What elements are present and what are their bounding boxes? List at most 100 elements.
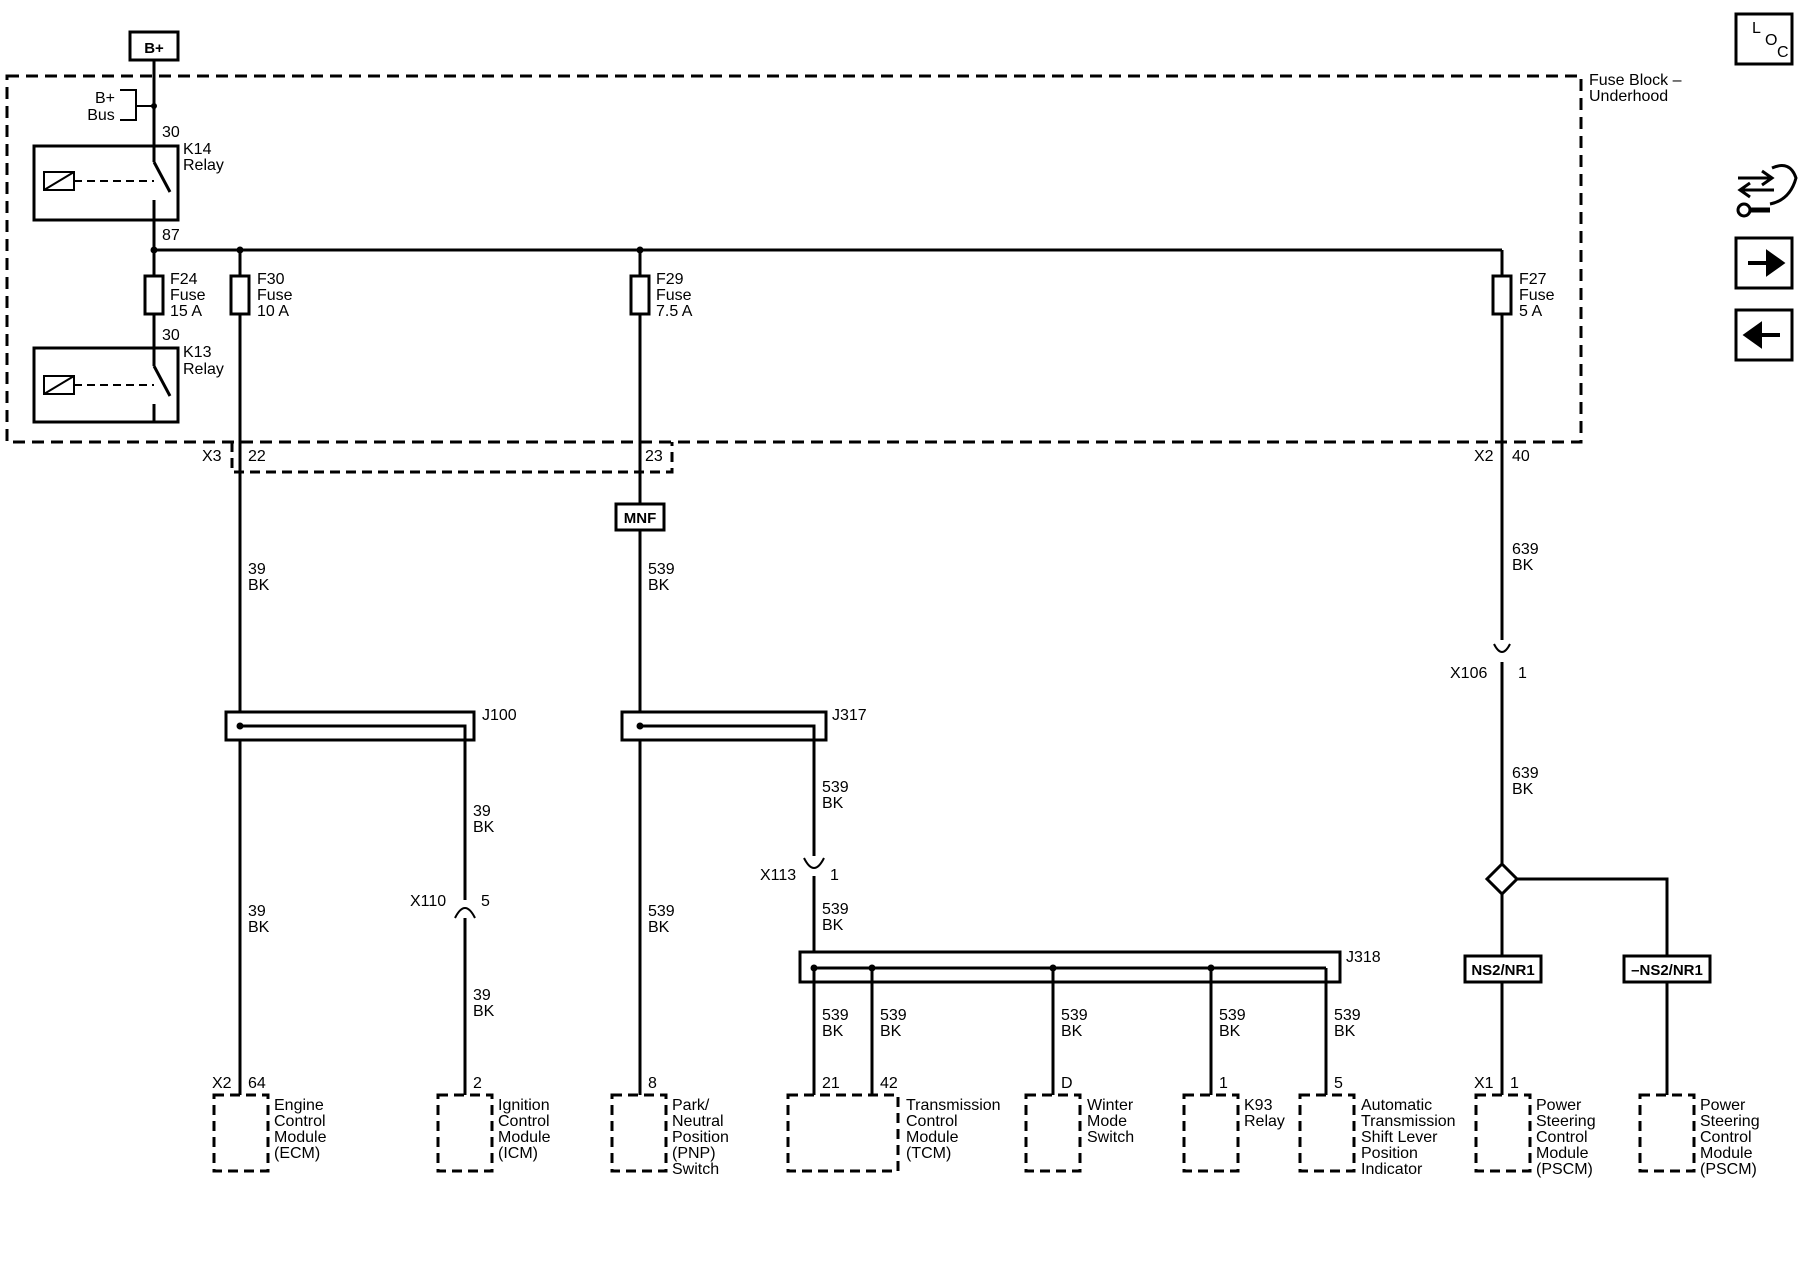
- winter-name-2: Mode: [1087, 1113, 1127, 1130]
- j317-splice-bar: [640, 724, 816, 740]
- icm-wire-color: BK: [473, 1003, 495, 1020]
- pnp-name-2: Neutral: [672, 1113, 724, 1130]
- k14-coil-diagonal: [43, 171, 75, 191]
- ecm-name-4: (ECM): [274, 1145, 320, 1162]
- j318-label: J318: [1346, 949, 1381, 966]
- tcm-name-3: Module: [906, 1129, 959, 1146]
- pnp-connector-box: [610, 1093, 668, 1173]
- j317-wire-circuit: 539: [822, 779, 849, 796]
- f27-fuse: [1491, 274, 1513, 316]
- ecm-name-1: Engine: [274, 1097, 324, 1114]
- pscm1-name-3: Control: [1536, 1129, 1588, 1146]
- atsl-name-2: Transmission: [1361, 1113, 1456, 1130]
- x110-inline-symbol: [454, 907, 476, 919]
- f27-word: Fuse: [1519, 287, 1555, 304]
- f27-id: F27: [1519, 271, 1547, 288]
- pscm1-name-4: Module: [1536, 1145, 1589, 1162]
- f30-word: Fuse: [257, 287, 293, 304]
- k93-connector-box: [1182, 1093, 1240, 1173]
- ecm-pin: 64: [248, 1075, 266, 1092]
- next-page-button[interactable]: [1734, 236, 1794, 290]
- x113-inline-symbol: [803, 857, 825, 869]
- tcm42-wire-circuit: 539: [880, 1007, 907, 1024]
- k93-wire-circuit: 539: [1219, 1007, 1246, 1024]
- f30-wire-circuit: 39: [248, 561, 266, 578]
- connector-wrench-icon: [1736, 164, 1798, 218]
- component-locator-button[interactable]: L O C: [1734, 12, 1794, 66]
- ecm-wire-color: BK: [248, 919, 270, 936]
- atsl-name-5: Indicator: [1361, 1161, 1423, 1178]
- atsl-pin: 5: [1334, 1075, 1343, 1092]
- pscm2-name-5: (PSCM): [1700, 1161, 1757, 1178]
- f27-wire-circuit: 639: [1512, 541, 1539, 558]
- f24-id: F24: [170, 271, 198, 288]
- x113-wire-color: BK: [822, 917, 844, 934]
- icm-wire-circuit: 39: [473, 987, 491, 1004]
- j317-label: J317: [832, 707, 867, 724]
- k93-name-2: Relay: [1244, 1113, 1285, 1130]
- fuse-block-label-line1: Fuse Block –: [1589, 72, 1682, 89]
- j100-icm-wire-circuit: 39: [473, 803, 491, 820]
- atsl-wire-color: BK: [1334, 1023, 1356, 1040]
- winter-pin: D: [1061, 1075, 1073, 1092]
- tcm-name-2: Control: [906, 1113, 958, 1130]
- fuse-block-outline: [5, 74, 1583, 444]
- previous-page-button[interactable]: [1734, 308, 1794, 362]
- bplus-bus-bracket: [120, 89, 154, 121]
- pscm1-connector-box: [1474, 1093, 1532, 1173]
- k14-pin-in: 30: [162, 124, 180, 141]
- pscm2-name-4: Module: [1700, 1145, 1753, 1162]
- tcm-name-4: (TCM): [906, 1145, 951, 1162]
- k14-relay: Relay: [183, 157, 224, 174]
- f27-lower-wire-color: BK: [1512, 781, 1534, 798]
- k93-name-1: K93: [1244, 1097, 1273, 1114]
- icm-name-4: (ICM): [498, 1145, 538, 1162]
- icm-pin: 2: [473, 1075, 482, 1092]
- f30-wire-color: BK: [248, 577, 270, 594]
- icm-connector-box: [436, 1093, 494, 1173]
- tcm21-wire-circuit: 539: [822, 1007, 849, 1024]
- f24-word: Fuse: [170, 287, 206, 304]
- tcm21-wire-color: BK: [822, 1023, 844, 1040]
- x106-inline-symbol: [1493, 643, 1511, 653]
- arrow-left-icon: [1742, 321, 1780, 349]
- pscm2-branch-wire: [1517, 877, 1669, 1095]
- x3-pin-23: 23: [645, 448, 663, 465]
- tcm-pin-42: 42: [880, 1075, 898, 1092]
- k93-wire-color: BK: [1219, 1023, 1241, 1040]
- pscm1-name-5: (PSCM): [1536, 1161, 1593, 1178]
- pscm2-name-3: Control: [1700, 1129, 1752, 1146]
- winter-connector-box: [1024, 1093, 1082, 1173]
- x113-wire-circuit: 539: [822, 901, 849, 918]
- j317-wire-color: BK: [822, 795, 844, 812]
- bplus-source-label: B+: [144, 40, 164, 57]
- k13-relay: Relay: [183, 361, 224, 378]
- j100-label: J100: [482, 707, 517, 724]
- x113-pin: 1: [830, 867, 839, 884]
- locator-icon-frame: [1734, 12, 1794, 66]
- bplus-bus-label-line1: B+: [95, 90, 115, 107]
- winter-name-1: Winter: [1087, 1097, 1134, 1114]
- f27-rating: 5 A: [1519, 303, 1542, 320]
- x113-label: X113: [760, 867, 796, 884]
- ecm-name-3: Module: [274, 1129, 327, 1146]
- x110-pin: 5: [481, 893, 490, 910]
- j100-splice-bar: [240, 724, 467, 740]
- winter-wire-color: BK: [1061, 1023, 1083, 1040]
- ns2-option-box: [1463, 954, 1543, 984]
- x110-label: X110: [410, 893, 446, 910]
- mnf-option-box: [614, 502, 666, 532]
- f30-id: F30: [257, 271, 285, 288]
- pscm1-name-2: Steering: [1536, 1113, 1596, 1130]
- f24-rating: 15 A: [170, 303, 202, 320]
- pnp-name-4: (PNP): [672, 1145, 716, 1162]
- pscm2-connector-box: [1638, 1093, 1696, 1173]
- pscm1-pin: 1: [1510, 1075, 1519, 1092]
- arrow-right-icon: [1748, 249, 1786, 277]
- pscm1-name-1: Power: [1536, 1097, 1582, 1114]
- atsl-connector-box: [1298, 1093, 1356, 1173]
- tcm-name-1: Transmission: [906, 1097, 1001, 1114]
- connector-tool-button[interactable]: [1736, 164, 1798, 218]
- f29-word: Fuse: [656, 287, 692, 304]
